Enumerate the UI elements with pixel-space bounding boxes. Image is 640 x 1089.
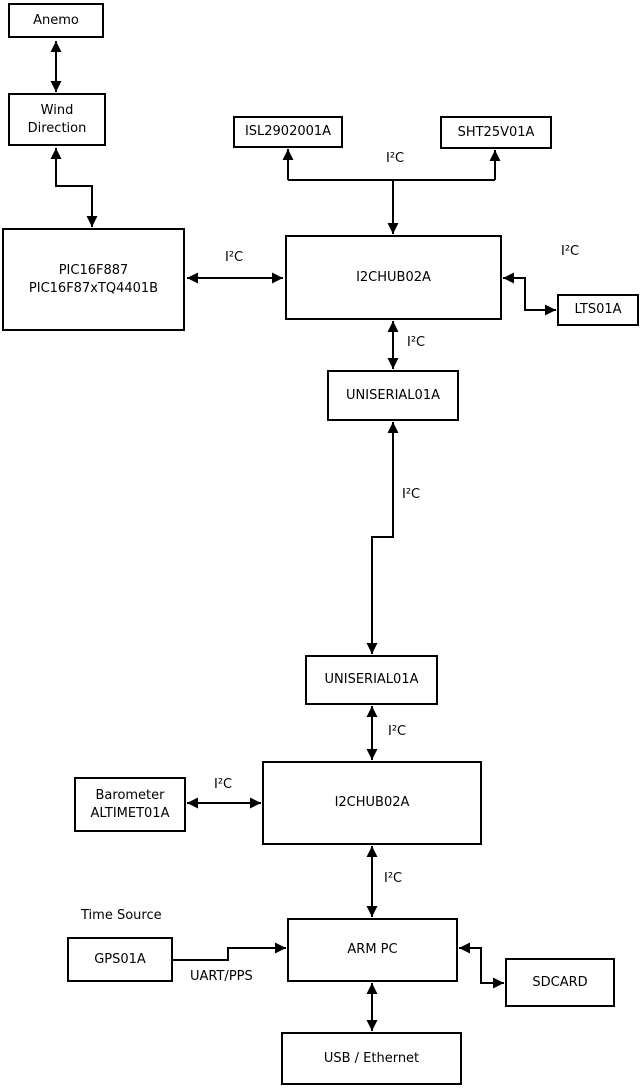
- node-barometer-line1: Barometer: [95, 787, 165, 803]
- node-sht25v01a-label: SHT25V01A: [457, 124, 535, 140]
- node-isl2902001a: ISL2902001A: [233, 116, 343, 148]
- node-barometer: Barometer ALTIMET01A: [74, 777, 186, 832]
- node-uniserial-bottom: UNISERIAL01A: [305, 655, 438, 705]
- node-lts01a-label: LTS01A: [574, 302, 622, 317]
- edge-hub1-lts: [503, 272, 556, 316]
- node-wind-direction-line2: Direction: [27, 120, 87, 136]
- node-i2c-hub-top-label: I2CHUB02A: [356, 269, 431, 285]
- node-usb-ethernet: USB / Ethernet: [281, 1032, 462, 1085]
- label-i2c-sensors: I²C: [386, 151, 405, 166]
- node-anemo: Anemo: [8, 3, 104, 38]
- node-isl2902001a-label: ISL2902001A: [244, 124, 332, 139]
- label-i2c-pic: I²C: [225, 250, 244, 265]
- label-i2c-hub2-armpc: I²C: [384, 871, 403, 886]
- node-usb-ethernet-label: USB / Ethernet: [323, 1050, 420, 1066]
- label-uart-pps: UART/PPS: [190, 969, 253, 984]
- node-i2c-hub-bottom-label: I2CHUB02A: [334, 795, 410, 810]
- node-pic-line2: PIC16F87xTQ4401B: [28, 280, 159, 296]
- node-sdcard-label: SDCARD: [532, 974, 588, 990]
- node-lts01a: LTS01A: [557, 294, 639, 326]
- node-uniserial-bottom-label: UNISERIAL01A: [324, 672, 419, 687]
- node-wind-direction: Wind Direction: [8, 93, 106, 146]
- node-i2c-hub-top: I2CHUB02A: [285, 235, 502, 320]
- label-i2c-barometer: I²C: [214, 777, 233, 792]
- node-gps01a-label: GPS01A: [94, 951, 146, 967]
- node-sdcard: SDCARD: [505, 958, 615, 1007]
- node-uniserial-top-label: UNISERIAL01A: [346, 387, 440, 403]
- edge-gps-armpc: [173, 942, 286, 961]
- node-pic-line1: PIC16F887: [58, 262, 129, 278]
- node-i2c-hub-bottom: I2CHUB02A: [262, 761, 482, 845]
- label-time-source: Time Source: [81, 908, 162, 923]
- node-arm-pc: ARM PC: [287, 918, 458, 982]
- label-i2c-uniserial-link: I²C: [402, 487, 421, 502]
- label-i2c-hub-uniserial: I²C: [407, 335, 426, 350]
- label-i2c-uniserial-hub2: I²C: [388, 724, 407, 739]
- label-i2c-lts: I²C: [561, 244, 580, 259]
- edge-wind-direction-pic: [50, 148, 98, 227]
- node-pic: PIC16F887 PIC16F87xTQ4401B: [2, 228, 185, 331]
- edge-armpc-sdcard: [459, 942, 504, 989]
- node-sht25v01a: SHT25V01A: [440, 116, 552, 149]
- node-anemo-label: Anemo: [33, 12, 79, 28]
- node-uniserial-top: UNISERIAL01A: [327, 370, 459, 421]
- node-barometer-line2: ALTIMET01A: [90, 805, 170, 821]
- node-wind-direction-line1: Wind: [40, 102, 74, 118]
- node-arm-pc-label: ARM PC: [347, 942, 398, 957]
- node-gps01a: GPS01A: [67, 937, 173, 982]
- edge-uniserial-link: [366, 422, 399, 654]
